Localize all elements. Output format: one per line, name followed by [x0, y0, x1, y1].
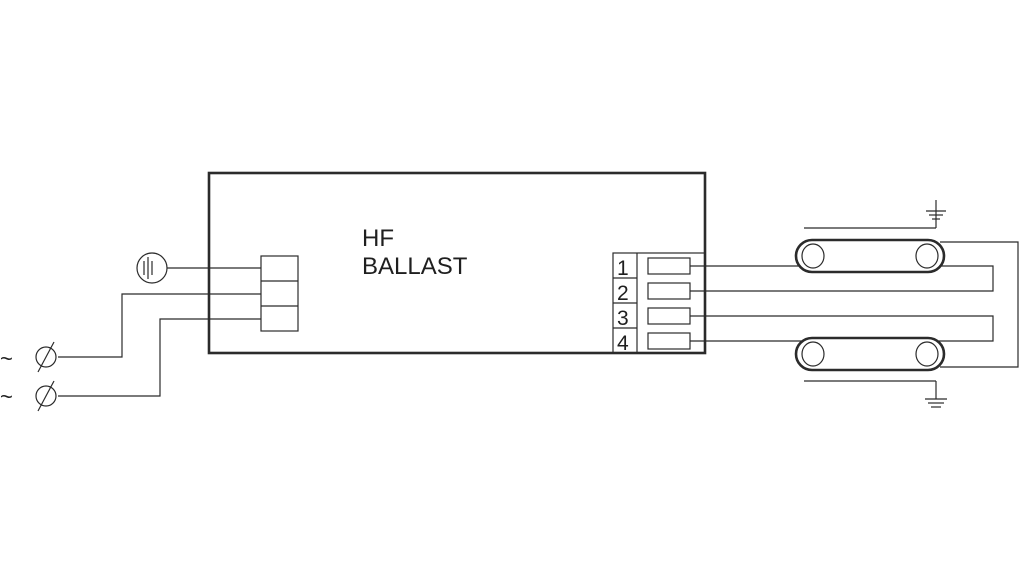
mains-wire-1 [58, 293, 261, 358]
mains-wire-2 [58, 318, 261, 397]
lamp-electrode-icon [801, 243, 825, 269]
output-terminal-block: 1 2 3 4 [612, 252, 706, 355]
mains-wiring: ~ ~ [0, 293, 261, 412]
terminal-number-1: 1 [617, 257, 629, 280]
mains-ac-symbol-1: ~ [0, 346, 13, 371]
lamp-electrode-icon [801, 341, 825, 367]
mains-ac-symbol-2: ~ [0, 384, 13, 409]
ballast-label-line2: BALLAST [362, 253, 468, 280]
mains-connector-2-icon [35, 380, 57, 412]
mains-connector-1-icon [35, 341, 57, 373]
input-terminal-block [260, 255, 299, 332]
ballast-label-line1: HF [362, 225, 394, 252]
terminal-number-4: 4 [617, 332, 629, 355]
lamp-return-wire [940, 241, 1019, 368]
lamp-electrode-icon [915, 341, 939, 367]
input-terminal-frame [260, 255, 299, 332]
earth-ground-icon [136, 252, 261, 284]
terminal-slot-4 [647, 332, 691, 350]
lamp-earth-bottom-icon [804, 380, 947, 408]
fluorescent-lamp-top [794, 238, 946, 274]
terminal-slot-2 [647, 282, 691, 300]
terminal-number-2: 2 [617, 282, 629, 305]
terminal-slot-3 [647, 307, 691, 325]
lamp-electrode-icon [915, 243, 939, 269]
lamp-earth-top-icon [804, 200, 946, 229]
terminal-slot-1 [647, 257, 691, 275]
fluorescent-lamp-bottom [794, 336, 946, 372]
terminal-number-3: 3 [617, 307, 629, 330]
